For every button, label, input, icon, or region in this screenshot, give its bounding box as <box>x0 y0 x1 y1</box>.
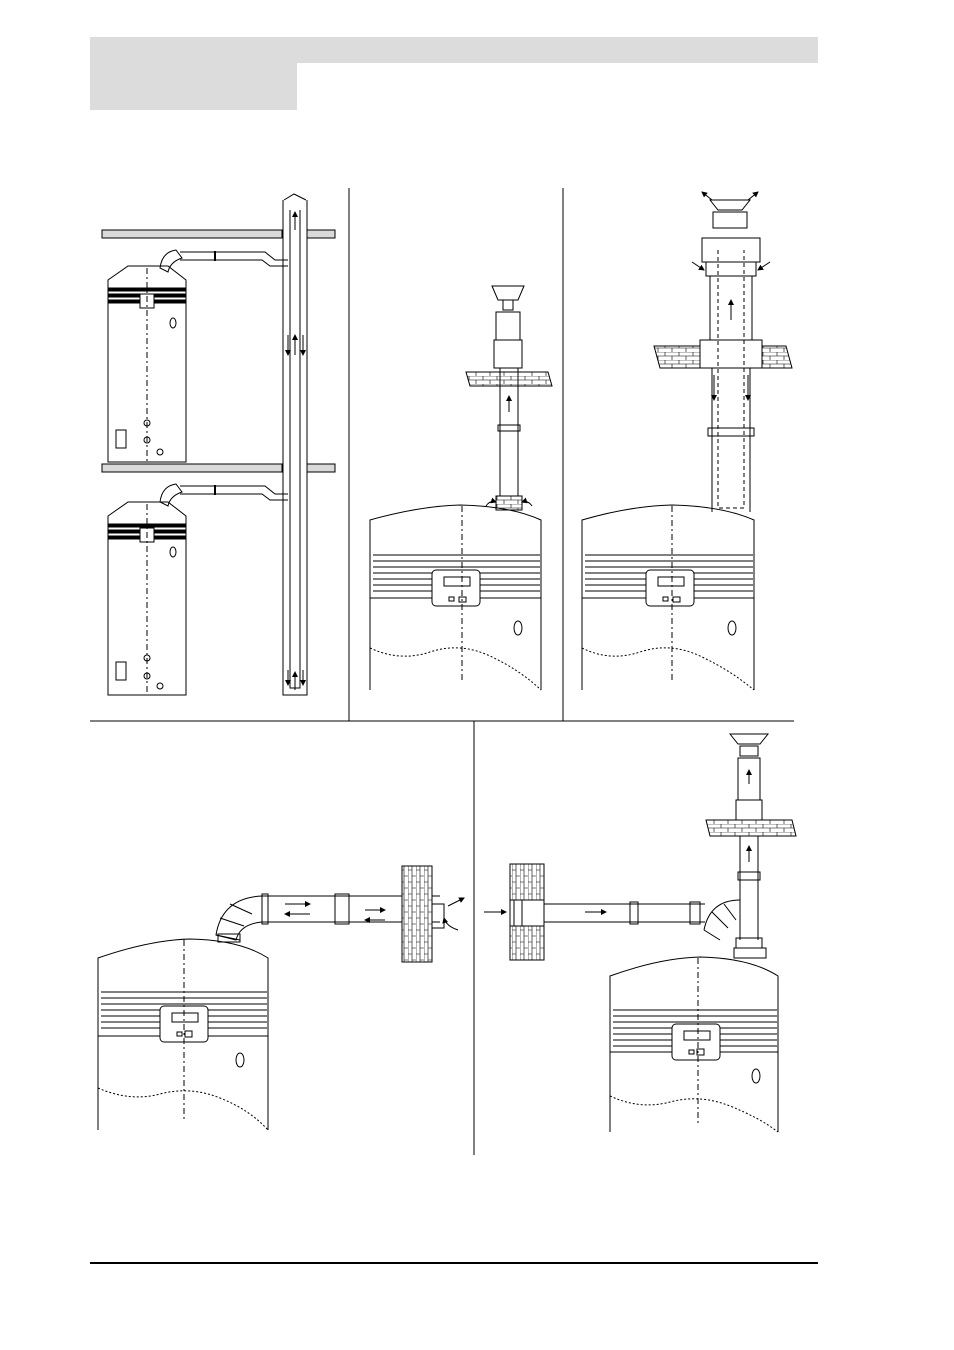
panel-d-horizontal-wall <box>98 866 464 1130</box>
boiler-c <box>582 505 754 690</box>
panel-a-multi-storey <box>102 194 335 695</box>
lower-water-heater <box>108 484 186 695</box>
boiler-e <box>610 948 778 1132</box>
upper-water-heater <box>108 250 186 462</box>
boiler-b <box>370 505 541 690</box>
panel-e-separate-flue <box>484 734 796 1132</box>
boiler-d <box>98 939 268 1130</box>
panel-c-vertical-coaxial <box>582 192 792 690</box>
panel-b-vertical-flue <box>370 286 552 690</box>
footer-rule <box>90 1262 818 1264</box>
